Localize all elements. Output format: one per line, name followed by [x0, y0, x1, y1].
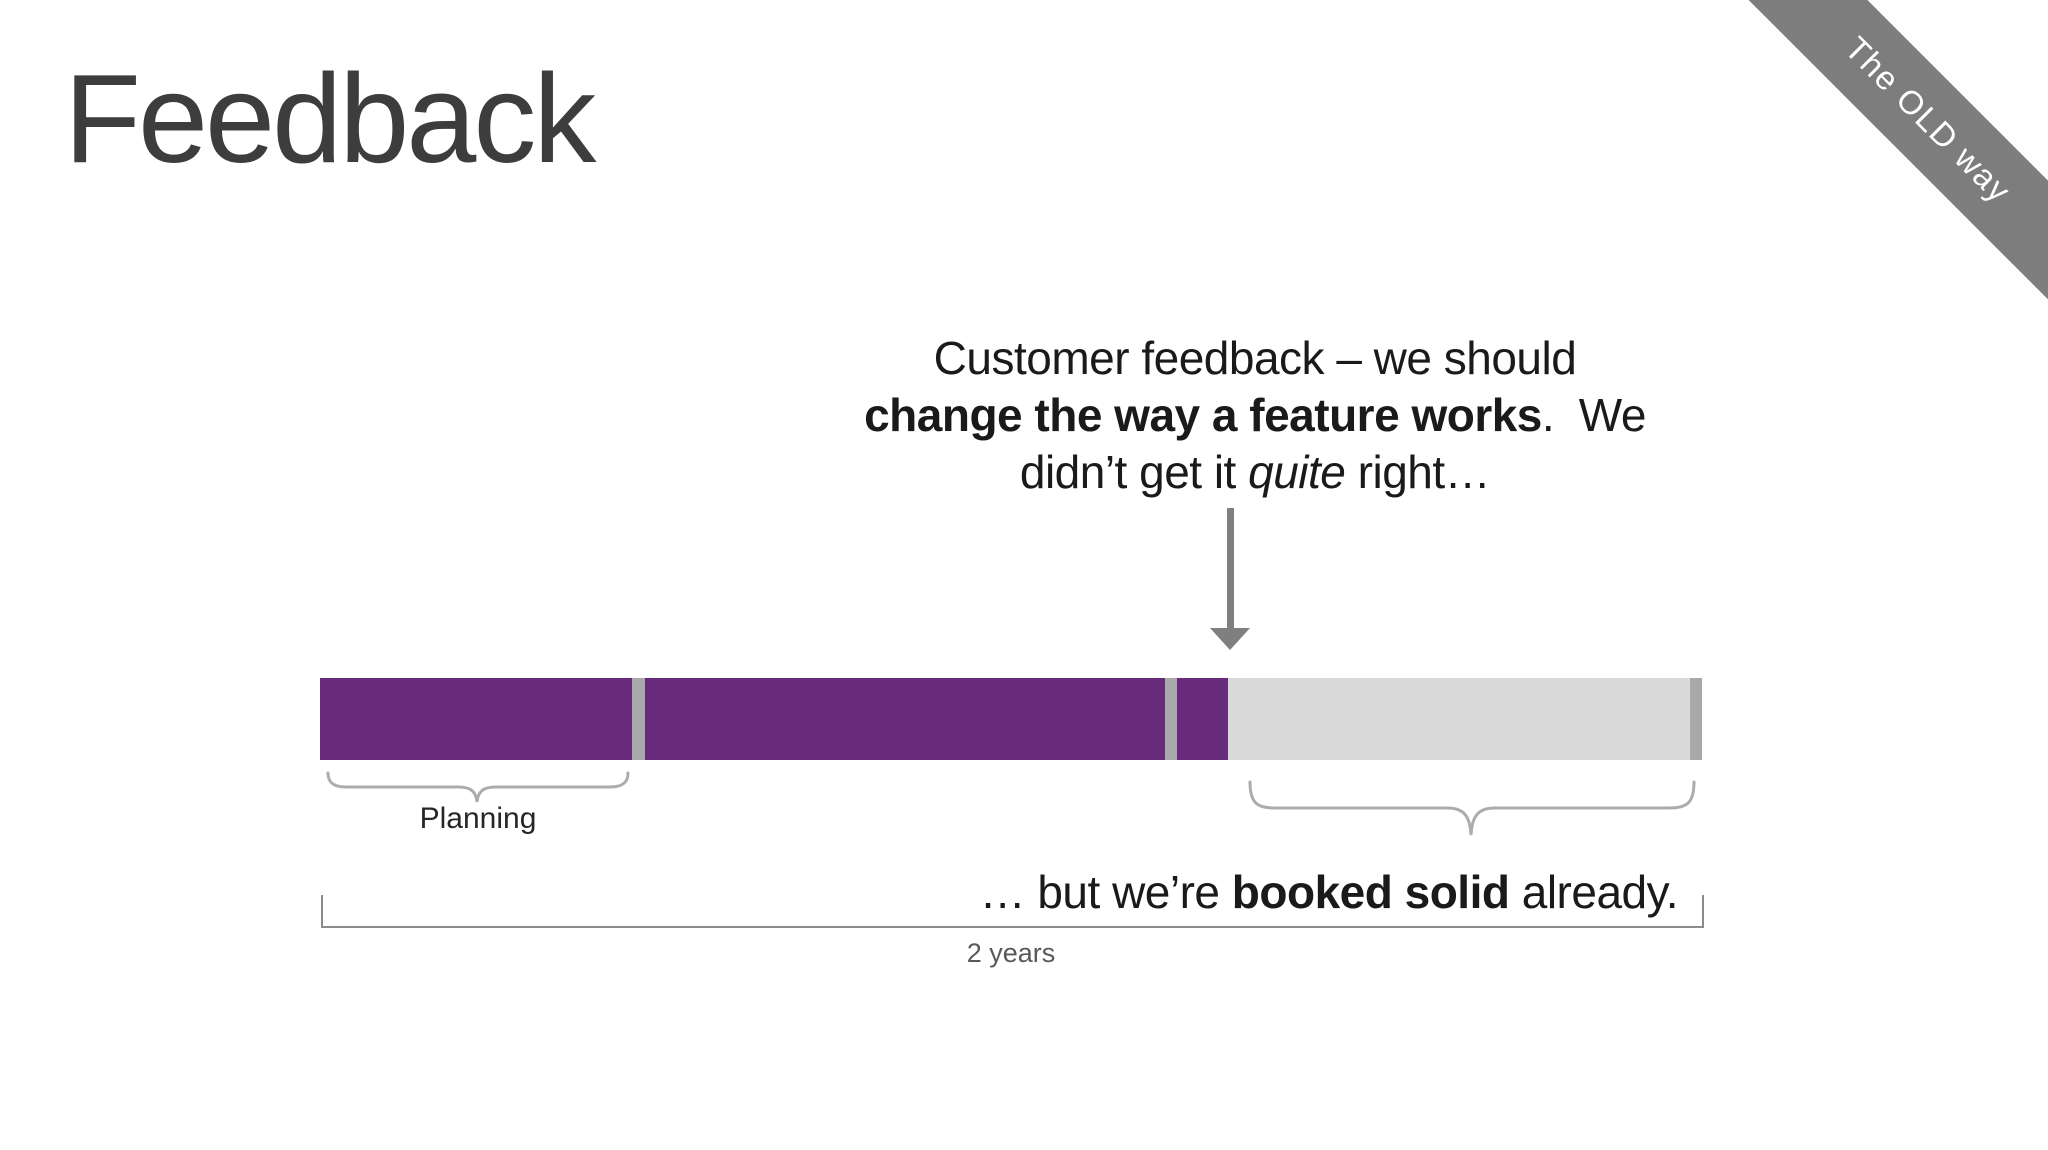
timeline-bar: [320, 678, 1702, 760]
callout-line: didn’t get it quite right…: [755, 444, 1755, 501]
slide-title: Feedback: [64, 48, 596, 189]
old-way-ribbon: The OLD way: [1679, 0, 2048, 369]
timeline-segment-free: [1228, 678, 1690, 760]
timeline-segment-divider-2: [1165, 678, 1177, 760]
text-run: booked solid: [1231, 866, 1510, 918]
old-way-ribbon-label: The OLD way: [1838, 29, 2019, 210]
text-run: right…: [1345, 446, 1491, 498]
down-arrow-head-icon: [1210, 628, 1250, 650]
down-arrow-icon: [1227, 508, 1234, 629]
planning-label: Planning: [419, 802, 537, 835]
timeline-segment-booked-2: [1177, 678, 1228, 760]
planning-brace-icon: [326, 771, 630, 803]
text-run: change the way a feature works: [864, 389, 1542, 441]
text-run: quite: [1248, 446, 1346, 498]
duration-label: 2 years: [966, 938, 1056, 968]
duration-bracket: [321, 895, 1704, 928]
timeline-segment-divider-1: [632, 678, 645, 760]
booked-note: … but we’re booked solid already.: [778, 866, 1679, 918]
text-run: didn’t get it: [1019, 446, 1249, 498]
text-run: Customer feedback – we should: [933, 332, 1577, 384]
text-run: already.: [1509, 866, 1679, 918]
timeline-segment-booked-1: [645, 678, 1165, 760]
timeline-segment-end-cap: [1690, 678, 1702, 760]
text-run: . We: [1541, 389, 1647, 441]
timeline-segment-planning: [320, 678, 632, 760]
text-run: … but we’re: [979, 866, 1232, 918]
booked-brace-icon: [1248, 780, 1696, 836]
callout-line: Customer feedback – we should: [755, 330, 1755, 387]
callout-line: change the way a feature works. We: [755, 387, 1755, 444]
